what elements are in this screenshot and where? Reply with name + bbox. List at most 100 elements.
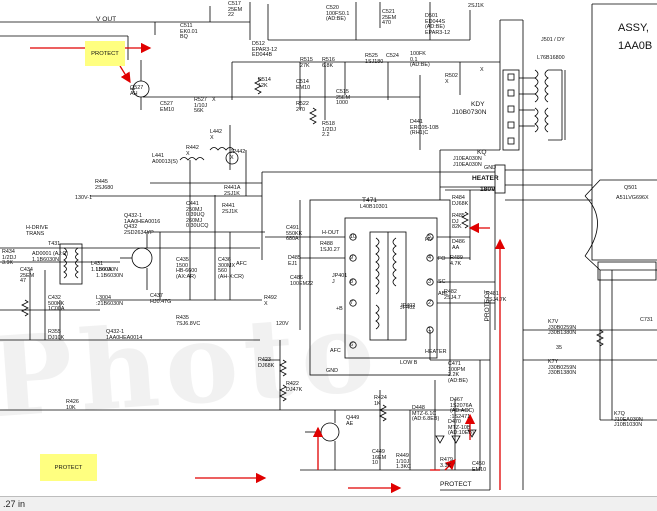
component-label-r441: R441 2SJ1K — [222, 203, 238, 215]
fbt-pin-num: 8 — [350, 279, 353, 285]
component-label-c491: C491 550KK 680A — [286, 225, 303, 243]
component-label-r488: R488 1SJ0.27 — [320, 241, 340, 253]
fbt-pin-lowb: LOW B — [400, 360, 418, 366]
yoke-connector-label: J501 / DY — [541, 37, 565, 43]
component-label-q449: Q449 AE — [346, 415, 360, 427]
component-label-r434: R434 1/2DJ 3.9K — [2, 249, 17, 267]
component-label-r502: R502 X — [445, 73, 458, 85]
component-label-d448: D448 MTZ-6.1C (AD:6.8EB) — [412, 405, 440, 423]
fbt-part: L40B10301 — [360, 204, 388, 210]
component-label-r422: R422 DJ47K — [286, 381, 303, 393]
fbt-pin-hv: HV — [425, 237, 433, 243]
fbt-pin-num: 10 — [350, 234, 356, 240]
component-label-hdrive: H-DRIVE TRANS — [26, 225, 49, 237]
yoke-part-label: L76B16800 — [537, 55, 565, 61]
component-label-c100fk: 100FK 0.1 (AD:BE) — [410, 51, 430, 69]
component-label-d485: D485 EJ1 — [288, 255, 301, 267]
component-label-r355: R355 DJ10K — [48, 329, 65, 341]
component-label-r481: R481 2SJ4.7K — [486, 291, 507, 303]
component-label-q527: Q527 AH — [130, 85, 144, 97]
component-label-c524: C524 — [386, 53, 399, 59]
component-label-r426: R426 10K — [66, 399, 79, 411]
component-label-k7v: K7V J30B0259N J30B1380N — [548, 319, 577, 337]
fbt-pin-hout: H-OUT — [322, 230, 340, 236]
component-label-jp402lbl: JP402 — [400, 303, 416, 309]
fbt-pin-num: 5 — [428, 234, 431, 240]
component-label-ad0001: AD0001 (AJ:C) 1.1B6030N — [32, 251, 69, 263]
component-label-r527: R527 1/10J 56K — [194, 97, 208, 115]
fbt-pin-num: 2 — [428, 300, 431, 306]
component-label-q2s1k: 2SJ1K — [468, 3, 484, 9]
gnd-label: GND — [484, 165, 496, 171]
component-label-k7q: K7Q J10EA030N J10B1030N — [614, 411, 643, 429]
protect-highlight-top: PROTECT — [85, 41, 125, 66]
kdy-part-label: J10B0730N — [452, 109, 487, 116]
fbt-pin-b: +B — [336, 306, 343, 312]
component-label-p35: 35 — [556, 345, 562, 351]
component-label-c432: C432 500KK 1C00A — [48, 295, 65, 313]
component-label-d521: C521 25EM 470 — [382, 9, 397, 27]
component-label-k10b: J10EA030N J10EA030N — [453, 156, 482, 168]
component-label-r516: R516 6.8K — [322, 57, 335, 69]
component-label-l300: L300A 1.1B6030N — [96, 267, 123, 279]
component-label-l441: L441 A00013(S) — [152, 153, 178, 165]
component-label-c449: C449 16EM 10 — [372, 449, 387, 467]
vout-label: V OUT — [96, 16, 117, 23]
component-label-r484: R484 DJ68K — [452, 195, 469, 207]
component-label-jp442: JP442 X — [230, 149, 246, 161]
component-label-r492: R492 X — [264, 295, 277, 307]
component-label-jp401: JP401 J — [332, 273, 348, 285]
fbt-pin-num: 6 — [350, 342, 353, 348]
component-label-c520: C520 100FS0.1 (AD:BE) — [326, 5, 350, 23]
component-label-d467: D467 1S2076A (AD:ACC) :1S2471 — [450, 397, 474, 420]
component-label-d486: D486 AA — [452, 239, 465, 251]
v180-label: 180V — [480, 186, 496, 193]
fbt-pin-abl: ABL — [438, 291, 449, 297]
component-label-r518: R518 1/2DJ 2.2 — [322, 121, 337, 139]
component-label-r489: R489 4.7K — [450, 255, 463, 267]
component-label-c731: C731 — [640, 317, 653, 323]
component-label-c486: C486 100EM22 — [290, 275, 314, 287]
component-label-r525: R525 1SJ180 — [365, 53, 384, 65]
component-label-l3004: L3004 :21B6030N — [96, 295, 123, 307]
component-label-l431: L431 1.1B6030N — [91, 261, 118, 273]
component-label-d470: D470 MTZ-10B (AD:10EB) — [448, 419, 474, 437]
status-bar: .27 in — [0, 496, 657, 511]
component-label-c434: C434 25EM 47 — [20, 267, 35, 285]
schematic-wiring — [0, 2, 657, 494]
component-label-r479: R479 3.3K — [440, 457, 453, 469]
component-label-r522: R522 270 — [296, 101, 309, 113]
component-label-d501: D501 ED044S (AD:BE) EPAR3-12 — [425, 13, 451, 36]
component-label-c514: C514 EM10 — [296, 79, 311, 91]
component-label-c515: C515 25EM 1000 — [336, 89, 351, 107]
component-label-r485: R485 DJ 82K — [452, 213, 465, 231]
fbt-pin-num: 7 — [350, 300, 353, 306]
fbt-pin-num: 3 — [428, 279, 431, 285]
component-label-r515: R515 27K — [300, 57, 313, 69]
crt-ref-label: Q501 — [624, 185, 638, 191]
zoom-readout: .27 in — [3, 499, 26, 509]
component-label-t431: T431 — [48, 241, 61, 247]
component-label-r423: R423 DJ68K — [258, 357, 275, 369]
kq-label: KQ — [477, 149, 487, 156]
fbt-pin-gnd: GND — [326, 368, 338, 374]
protect-wire-label: PROTECT — [440, 481, 472, 488]
fbt-ref: T471 — [362, 197, 378, 204]
component-label-blk130: 130V-1 — [75, 195, 93, 201]
fbt-pin-num: 4 — [428, 255, 431, 261]
component-label-d441: D441 ERC05-10B (RH1)C — [410, 119, 439, 137]
fbt-pin-sc: SC — [438, 279, 446, 285]
component-label-c511: C511 EK0.01 BQ — [180, 23, 198, 41]
component-label-r424: R424 1K — [374, 395, 387, 407]
component-label-q4321: Q432-1 1AA0HEA0014 — [106, 329, 143, 341]
assy-label: ASSY, — [618, 22, 649, 34]
component-label-r482: R482 2SJ4.7 — [444, 289, 461, 301]
fbt-pin-num: 9 — [350, 255, 353, 261]
kdy-label: KDY — [471, 101, 485, 108]
component-label-c441: C441 250MJ 0.39UQ 260MJ 0.30UCQ — [186, 201, 209, 230]
component-label-c471: C471 100PM 2.2K (AD:BE) — [448, 361, 468, 384]
component-label-q432: Q432-1 1AA0HEA0016 Q432 2SD2634YP — [124, 213, 161, 236]
component-label-r442: R442 X — [186, 145, 199, 157]
component-label-c435: C435 1500 HB-6600 (AX:AR) — [176, 257, 198, 280]
